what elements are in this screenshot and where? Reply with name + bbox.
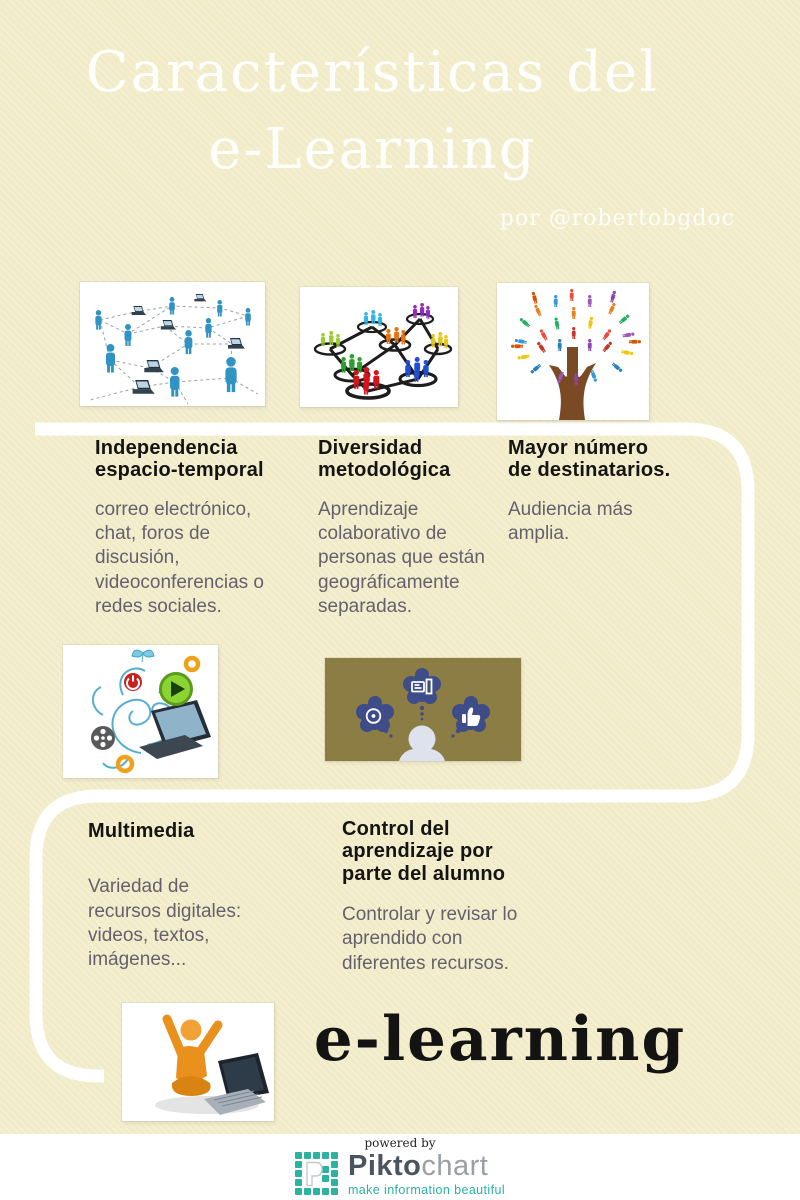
feature-heading-line: parte del alumno xyxy=(342,862,506,885)
connected-color-groups-illustration xyxy=(300,287,458,407)
footer-bar: powered by Piktochart make information b… xyxy=(0,1134,800,1200)
multimedia-collage-illustration xyxy=(63,645,218,778)
bubble-top xyxy=(403,668,441,704)
author-byline: por @robertobgdoc xyxy=(499,206,735,231)
feature-heading: Mayor número de destinatarios. xyxy=(508,437,698,482)
feature-heading-line: Mayor número xyxy=(508,437,649,459)
network-illustration-graphic xyxy=(80,282,265,406)
network-people-computers-illustration xyxy=(80,282,265,406)
feature-body: Aprendizaje colaborativo de personas que… xyxy=(318,498,485,618)
piktochart-mark-icon xyxy=(294,1152,338,1195)
page-title-line1: Características del xyxy=(85,40,660,105)
feature-heading-line: Diversidad xyxy=(318,437,423,459)
learning-control-thought-bubbles-illustration xyxy=(325,658,521,761)
feature-body: Controlar y revisar lo aprendido con dif… xyxy=(342,904,518,974)
feature-heading-line: de destinatarios. xyxy=(508,459,671,482)
feature-heading: Control del aprendizaje por parte del al… xyxy=(342,818,528,885)
feature-multimedia: Multimedia Variedad de recursos digitale… xyxy=(88,820,266,973)
feature-heading-line: Independencia xyxy=(95,437,238,459)
piktochart-logo[interactable]: Piktochart make information beautiful xyxy=(0,1151,800,1197)
multimedia-graphic xyxy=(63,645,218,778)
feature-independencia: Independencia espacio-temporal correo el… xyxy=(95,437,275,619)
student-laptop-graphic xyxy=(122,1003,274,1121)
page-title: Características del e-Learning xyxy=(0,34,745,189)
feature-heading: Independencia espacio-temporal xyxy=(95,437,275,482)
feature-heading-line: metodológica xyxy=(318,459,451,482)
feature-heading: Diversidad metodológica xyxy=(318,437,503,482)
student-laptop-illustration xyxy=(122,1003,274,1121)
piktochart-tagline: make information beautiful xyxy=(347,1182,505,1197)
elearning-word: e-learning xyxy=(313,1004,687,1075)
feature-heading-line: aprendizaje por xyxy=(342,840,493,863)
feature-control-aprendizaje: Control del aprendizaje por parte del al… xyxy=(342,818,528,976)
control-graphic xyxy=(325,658,521,761)
brand-bold: Pikto xyxy=(347,1149,422,1182)
groups-illustration-graphic xyxy=(300,287,458,407)
piktochart-wordmark: Piktochart xyxy=(347,1149,505,1182)
people-tree-illustration xyxy=(497,283,649,420)
brand-light: chart xyxy=(421,1149,489,1182)
powered-by-label: powered by xyxy=(364,1136,436,1150)
feature-body: Variedad de recursos digitales: videos, … xyxy=(88,876,242,971)
feature-heading-line: espacio-temporal xyxy=(95,459,264,482)
feature-heading: Multimedia xyxy=(88,820,266,842)
feature-heading-line: Multimedia xyxy=(88,820,195,842)
page-title-line2: e-Learning xyxy=(208,117,537,183)
people-tree-graphic xyxy=(497,283,649,420)
feature-body: correo electrónico, chat, foros de discu… xyxy=(95,498,264,618)
feature-destinatarios: Mayor número de destinatarios. Audiencia… xyxy=(508,437,698,546)
feature-body: Audiencia más amplia. xyxy=(508,498,633,545)
feature-heading-line: Control del xyxy=(342,818,450,840)
feature-diversidad: Diversidad metodológica Aprendizaje cola… xyxy=(318,437,503,619)
